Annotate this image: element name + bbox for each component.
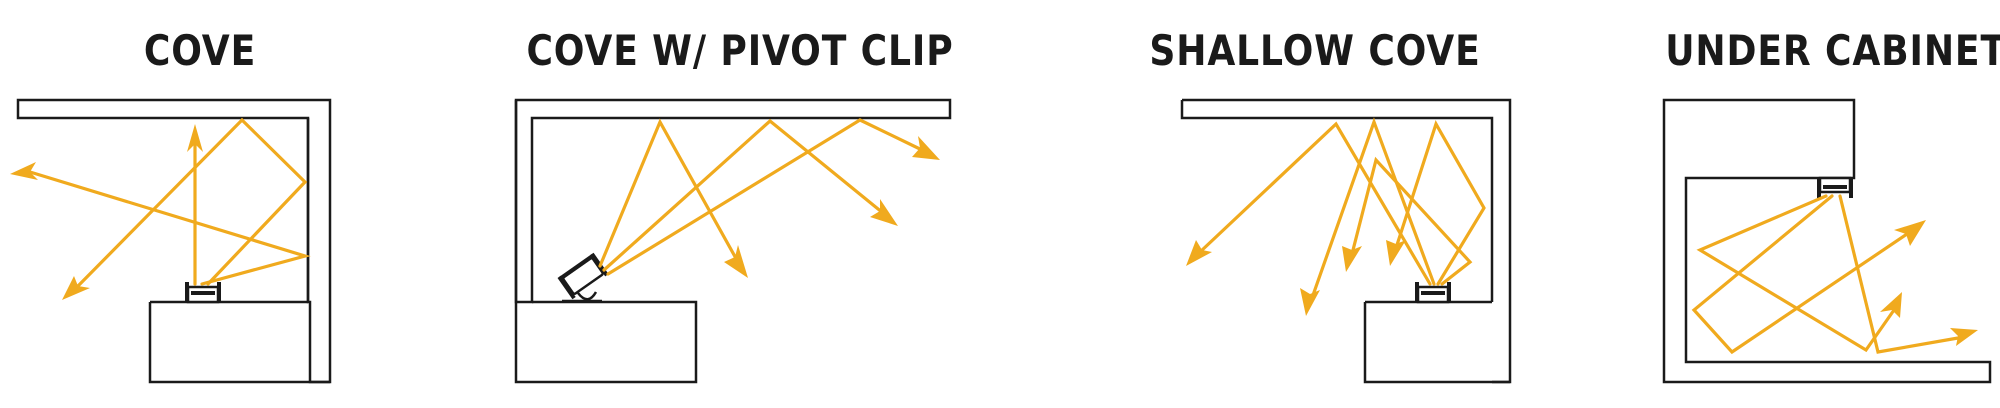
shallow-ledge [1363,302,1510,384]
shallow-arrowhead [1186,240,1212,266]
shallow-arrowhead [1342,246,1362,272]
under-arrowhead [1950,328,1978,346]
shallow-ray-4 [1394,120,1486,286]
panel-shallow-cove: SHALLOW COVE [1140,0,1520,408]
pivot-ray-2 [602,118,885,272]
pivot-arrowhead [912,136,940,160]
panel-title-cove: COVE [143,26,257,75]
cove-led-fixture [185,282,221,304]
pivot-clip-arc [577,291,598,301]
pivot-ray-1 [598,118,740,268]
under-cabinet-light-rays [1691,194,1978,355]
cove-ray-1 [28,170,311,286]
cove-arrowhead [187,124,203,152]
panel-cove: COVE [0,0,400,408]
panel-title-under-cabinet: UNDER CABINET [1665,26,2000,75]
shallow-ray-3 [1350,156,1473,286]
under-ray-2 [1691,194,1912,355]
pivot-arrowhead [724,245,748,278]
pivot-ray-3 [606,118,924,276]
panel-title-shallow-cove: SHALLOW COVE [1149,26,1481,75]
cove-ledge [148,302,330,384]
under-ray-3 [1838,194,1960,354]
under-cabinet-diagram [1662,98,1992,384]
under-arrowhead [1880,292,1902,318]
cove-ray-2 [76,117,308,288]
under-ray-1 [1696,194,1896,353]
panel-cove-pivot-clip: COVE W/ PIVOT CLIP [470,0,1010,408]
cabinet-outline [1662,98,1992,384]
pivot-light-rays [598,118,940,278]
under-cabinet-led-fixture [1817,176,1853,198]
shallow-ray-1 [1198,121,1432,286]
cove-light-rays [10,117,311,300]
pivot-arrowhead [870,199,898,226]
panel-under-cabinet: UNDER CABINET [1640,0,2000,408]
pivot-outer-wall [514,100,698,384]
panel-title-cove-pivot-clip: COVE W/ PIVOT CLIP [526,26,954,75]
shallow-ray-2 [1310,117,1436,300]
cove-ceiling-wall [16,98,332,384]
shallow-arrowhead [1386,240,1406,266]
pivot-led-fixture [557,252,609,300]
cove-pivot-clip-diagram [514,98,952,384]
shallow-cove-diagram [1180,98,1512,384]
under-arrowhead [1894,220,1926,246]
shallow-light-rays [1186,117,1486,316]
cove-arrowhead [10,162,38,180]
cove-diagram [10,98,332,384]
shallow-ceiling-bottom [1180,100,1494,302]
cove-arrowhead [62,276,90,300]
shallow-arrowhead [1300,288,1320,316]
shallow-led-fixture [1415,282,1451,304]
